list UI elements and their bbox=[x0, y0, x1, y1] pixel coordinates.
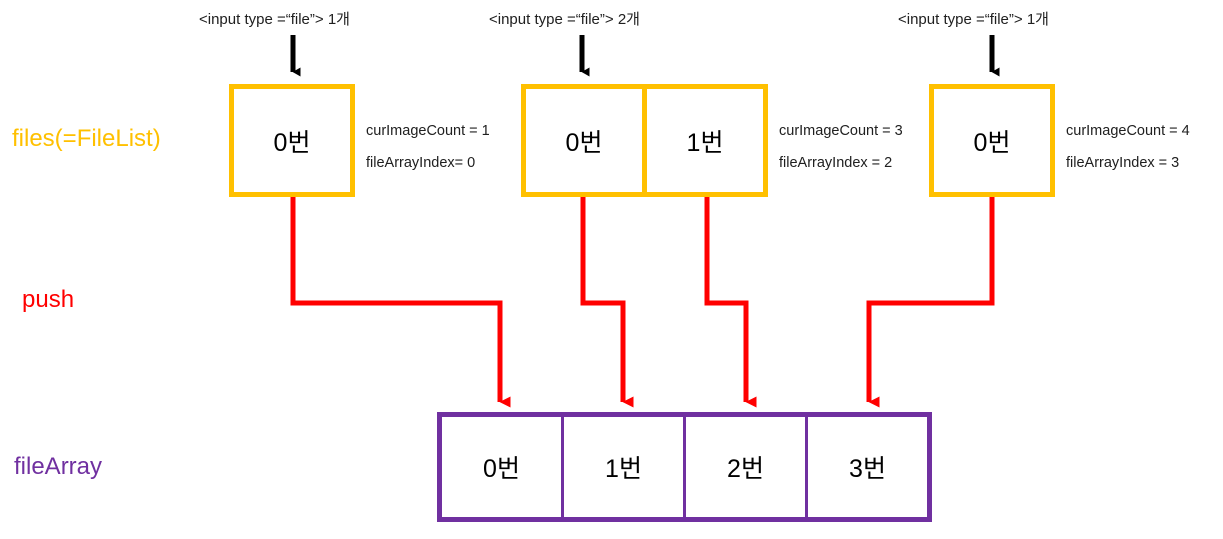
filelist-group-3[interactable]: 0번 bbox=[929, 84, 1055, 197]
annotation-3: curImageCount = 4 fileArrayIndex = 3 bbox=[1066, 124, 1190, 170]
filelist-cell[interactable]: 0번 bbox=[934, 89, 1050, 192]
filelist-cell[interactable]: 0번 bbox=[526, 89, 642, 192]
push-connector-1 bbox=[580, 197, 634, 408]
label-files-filelist: files(=FileList) bbox=[12, 125, 161, 152]
filearray-cell[interactable]: 1번 bbox=[561, 417, 683, 517]
input-caption-1: <input type =“file”> 1개 bbox=[199, 11, 350, 28]
annotation-filearrayindex: fileArrayIndex = 3 bbox=[1066, 154, 1180, 171]
annotation-filearrayindex: fileArrayIndex = 2 bbox=[779, 154, 893, 171]
annotation-filearrayindex: fileArrayIndex= 0 bbox=[366, 154, 476, 171]
annotation-curimagecount: curImageCount = 1 bbox=[366, 123, 490, 139]
annotation-curimagecount: curImageCount = 3 bbox=[779, 123, 903, 139]
filelist-cell[interactable]: 1번 bbox=[642, 89, 763, 192]
filearray-container[interactable]: 0번 1번 2번 3번 bbox=[437, 412, 932, 522]
filearray-cell[interactable]: 0번 bbox=[442, 417, 561, 517]
filelist-cell[interactable]: 0번 bbox=[234, 89, 350, 192]
filearray-cell[interactable]: 3번 bbox=[805, 417, 927, 517]
annotation-curimagecount: curImageCount = 4 bbox=[1066, 123, 1190, 139]
push-connector-2 bbox=[704, 197, 757, 408]
input-caption-3: <input type =“file”> 1개 bbox=[898, 11, 1049, 28]
label-filearray: fileArray bbox=[14, 453, 103, 480]
filearray-cell[interactable]: 2번 bbox=[683, 417, 805, 517]
push-connector-3 bbox=[866, 197, 995, 408]
push-connector-0 bbox=[290, 197, 511, 408]
label-push: push bbox=[22, 286, 75, 313]
filelist-group-1[interactable]: 0번 bbox=[229, 84, 355, 197]
filelist-group-2[interactable]: 0번 1번 bbox=[521, 84, 768, 197]
annotation-2: curImageCount = 3 fileArrayIndex = 2 bbox=[779, 124, 903, 170]
annotation-1: curImageCount = 1 fileArrayIndex= 0 bbox=[366, 124, 490, 170]
input-caption-2: <input type =“file”> 2개 bbox=[489, 11, 640, 28]
